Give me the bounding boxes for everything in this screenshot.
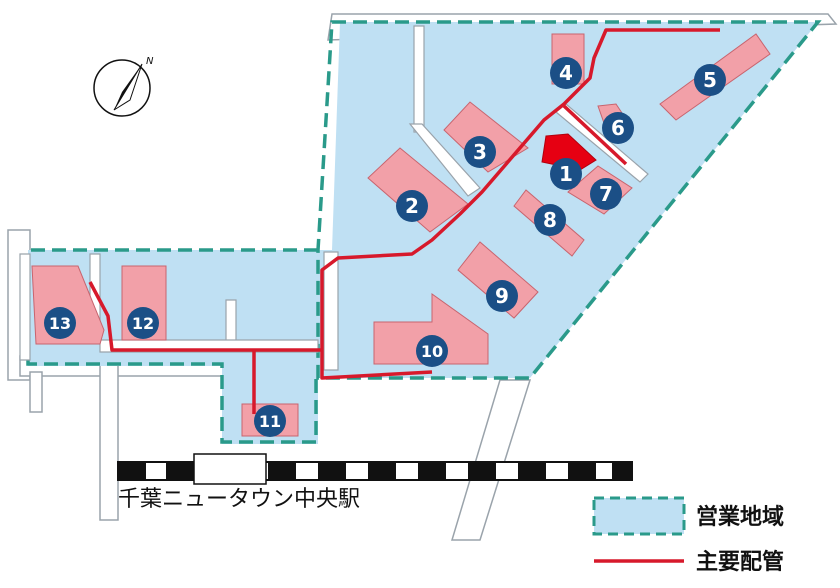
badge-13: 13	[44, 307, 76, 339]
badge-7: 7	[590, 178, 622, 210]
building-10	[373, 293, 489, 365]
svg-text:6: 6	[611, 116, 625, 140]
badge-6: 6	[602, 112, 634, 144]
svg-text:8: 8	[543, 208, 557, 232]
badge-3: 3	[464, 136, 496, 168]
badge-12: 12	[127, 307, 159, 339]
facility-badges: 4 5 6 3 1 7 2 8 9 10 12 13 11	[44, 57, 726, 437]
badge-9: 9	[486, 280, 518, 312]
svg-text:1: 1	[559, 162, 573, 186]
svg-text:3: 3	[473, 140, 487, 164]
internal-roads	[19, 25, 649, 371]
legend: 営業地域 主要配管	[592, 496, 784, 575]
svg-text:2: 2	[405, 194, 419, 218]
legend-service-area-swatch	[592, 496, 686, 536]
svg-text:7: 7	[599, 182, 613, 206]
svg-text:10: 10	[421, 342, 443, 361]
svg-text:5: 5	[703, 68, 717, 92]
svg-text:13: 13	[49, 314, 71, 333]
badge-8: 8	[534, 204, 566, 236]
badge-5: 5	[694, 64, 726, 96]
svg-text:4: 4	[559, 61, 573, 85]
north-compass-icon: N	[93, 56, 154, 117]
svg-text:N: N	[146, 56, 154, 67]
station-name: 千葉ニュータウン中央駅	[118, 487, 360, 512]
badge-2: 2	[396, 190, 428, 222]
building-1-highlight	[541, 133, 597, 171]
svg-text:12: 12	[132, 314, 154, 333]
svg-text:11: 11	[259, 412, 281, 431]
badge-4: 4	[550, 57, 582, 89]
badge-1: 1	[550, 158, 582, 190]
main-pipe	[88, 28, 720, 414]
railway	[117, 453, 633, 485]
legend-pipe-label: 主要配管	[696, 549, 784, 575]
station-building	[193, 453, 267, 485]
badge-10: 10	[416, 335, 448, 367]
badge-11: 11	[254, 405, 286, 437]
svg-text:9: 9	[495, 284, 509, 308]
legend-service-area-label: 営業地域	[696, 504, 784, 530]
